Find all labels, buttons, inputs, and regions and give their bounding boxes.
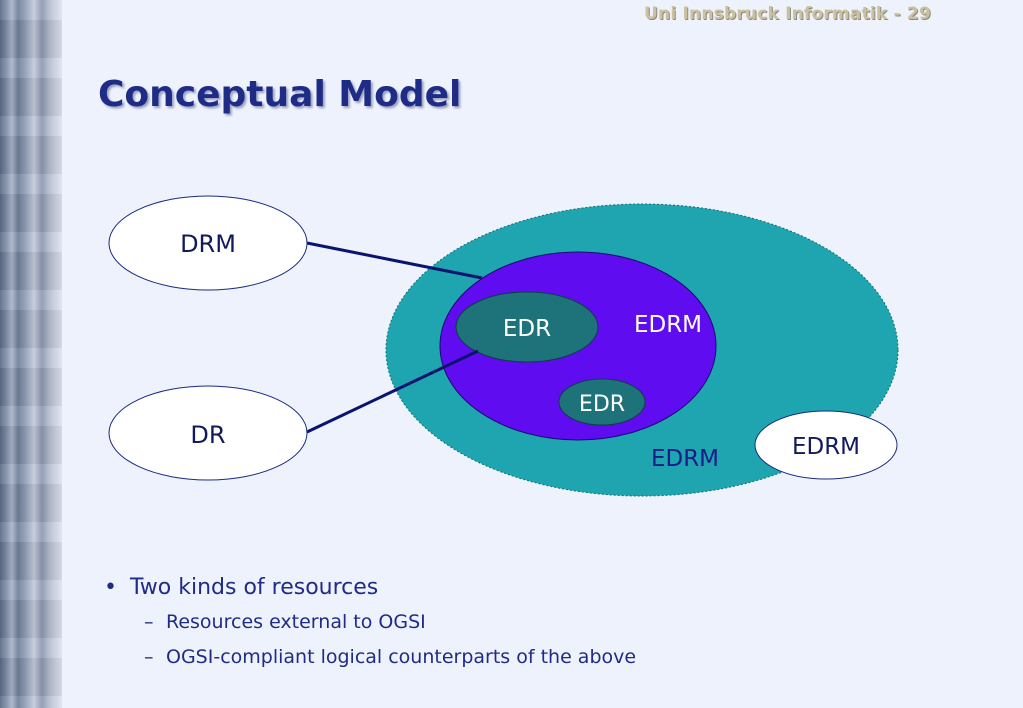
- drm-ellipse: [108, 195, 308, 291]
- dr-label: DR: [190, 421, 225, 449]
- drm-connector-line: [306, 241, 483, 280]
- decorative-side-band: [0, 0, 62, 708]
- bullet-dot-icon: •: [104, 574, 117, 600]
- dr-connector-line: [306, 349, 479, 434]
- sub-bullet-item: – Resources external to OGSI: [98, 604, 636, 639]
- slide-header: Uni Innsbruck Informatik - 29: [644, 4, 931, 24]
- edr-upper-label: EDR: [503, 316, 551, 342]
- dash-icon: –: [144, 645, 154, 668]
- sub-bullet-text: OGSI-compliant logical counterparts of t…: [166, 645, 637, 668]
- bullet-list: • Two kinds of resources – Resources ext…: [98, 570, 636, 674]
- edrm-side-ellipse: [754, 410, 898, 480]
- edr-upper-ellipse: [455, 291, 599, 363]
- sub-bullet-text: Resources external to OGSI: [166, 610, 426, 633]
- dash-icon: –: [144, 610, 154, 633]
- edr-lower-ellipse: [558, 378, 646, 426]
- dr-ellipse: [108, 385, 308, 481]
- edrm-side-label: EDRM: [792, 434, 860, 460]
- bullet-item: • Two kinds of resources: [98, 570, 636, 604]
- drm-label: DRM: [180, 230, 236, 258]
- slide-title: Conceptual Model: [98, 74, 462, 115]
- edr-lower-label: EDR: [579, 392, 625, 417]
- edrm-outer-label: EDRM: [651, 446, 719, 472]
- bullet-text: Two kinds of resources: [130, 574, 379, 600]
- edrm-inner-label: EDRM: [634, 312, 702, 338]
- sub-bullet-item: – OGSI-compliant logical counterparts of…: [98, 639, 636, 674]
